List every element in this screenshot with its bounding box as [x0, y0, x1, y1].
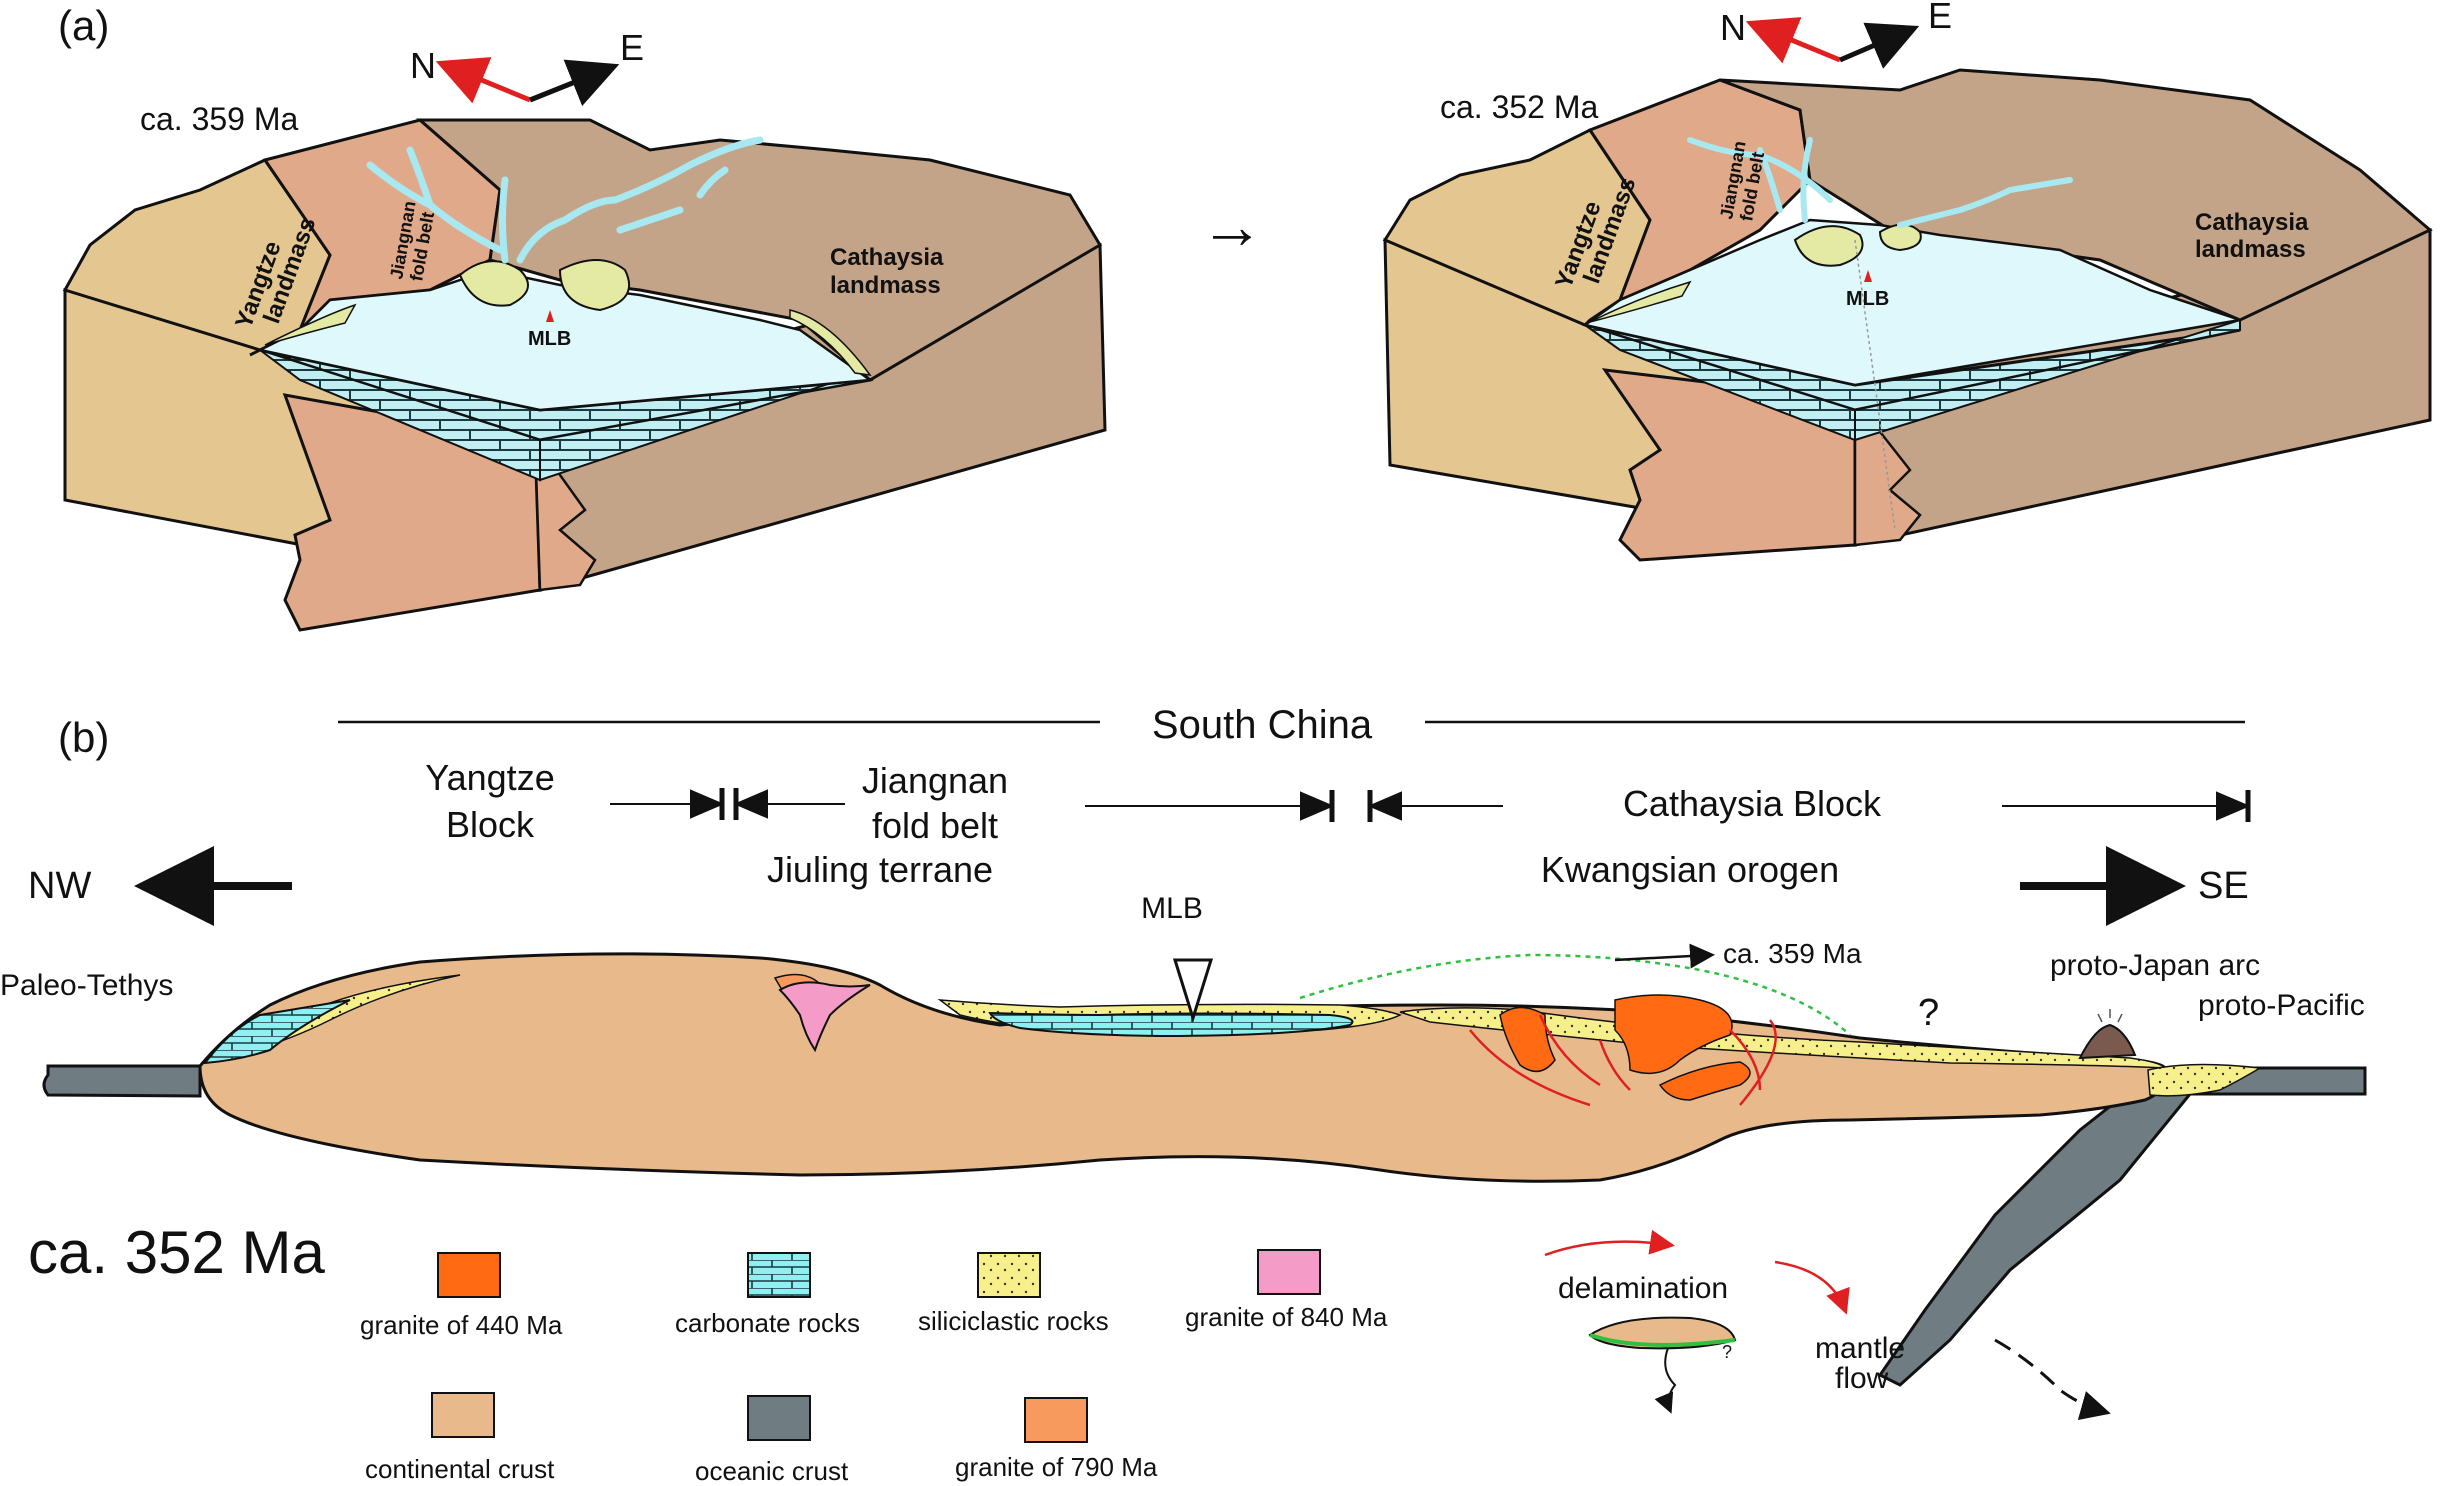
- siliciclastic-trench: [2147, 1063, 2263, 1097]
- legend-swatch-oceanic-crust: [747, 1395, 811, 1441]
- sinking-arrow: [1654, 1347, 1677, 1414]
- mantle-flow-label-2: flow: [1835, 1362, 1889, 1395]
- mlb-marker: [546, 310, 554, 322]
- block-diagram-352: N E ca. 352 Ma Yangtze landmass Jiangnan…: [1382, 0, 2433, 562]
- river-network-r: [1687, 137, 2073, 228]
- mlb-triangle-b: [1172, 958, 1214, 1024]
- volcano-fumes: [2097, 1009, 2123, 1023]
- compass-e-label: E: [620, 27, 644, 68]
- legend-swatch-granite-790: [1024, 1397, 1088, 1443]
- legend: granite of 440 Ma carbonate rocks silici…: [360, 1249, 1388, 1486]
- mlb-marker-r: [1864, 270, 1872, 282]
- legend-swatch-granite-440: [437, 1252, 501, 1298]
- proto-japan-arc-volcano: [2078, 1023, 2137, 1060]
- legend-label-carbonate: carbonate rocks: [675, 1308, 860, 1338]
- delamination-sketch: delamination mantle flow ?: [1544, 1229, 1905, 1414]
- oceanic-crust-nw: [42, 1064, 202, 1098]
- age-label-352-bottom: ca. 352 Ma: [28, 1219, 325, 1286]
- mantle-flow-label-1: mantle: [1815, 1332, 1905, 1365]
- paleo-tethys-label: Paleo-Tethys: [0, 969, 173, 1002]
- compass-east-arrow-r: [1839, 22, 1920, 69]
- delaminated-block-base: [1589, 1333, 1736, 1347]
- kwangsian-label: Kwangsian orogen: [1541, 849, 1839, 890]
- cathaysia-label-1-r: Cathaysia: [2195, 209, 2309, 236]
- fan-margin-right: [789, 309, 872, 376]
- legend-label-granite-440: granite of 440 Ma: [360, 1310, 563, 1340]
- shear-zones: [1469, 1014, 1777, 1107]
- delamination-arrow: [1544, 1229, 1675, 1257]
- fan-2-r: [1878, 223, 1922, 252]
- fan-2: [558, 259, 630, 312]
- fan-margin-left-r: [1589, 280, 1692, 323]
- cathaysia-label-1: Cathaysia: [830, 244, 944, 271]
- block-diagram-359: N E ca. 359 Ma Yangtze landmass Jiangnan…: [62, 27, 1107, 632]
- slab-retreat-arrow: [1994, 1338, 2111, 1420]
- river-network: [366, 136, 764, 264]
- fan-margin-left: [264, 303, 357, 346]
- compass-e-label-r: E: [1928, 0, 1952, 36]
- jiangnan-label-b1: Jiangnan: [862, 760, 1008, 801]
- fan-1: [458, 260, 529, 307]
- cross-section: MLB ca. 359 Ma Paleo-Tethys proto-Japan …: [0, 892, 2367, 1420]
- subducting-oceanic-crust: [1877, 1066, 2367, 1387]
- question-mark: ?: [1918, 992, 1939, 1034]
- cathaysia-block-label: Cathaysia Block: [1623, 783, 1882, 824]
- proto-japan-label: proto-Japan arc: [2050, 949, 2260, 982]
- age-label-359: ca. 359 Ma: [140, 101, 299, 137]
- granite-440-body-2: [1614, 994, 1733, 1075]
- proto-pacific-label: proto-Pacific: [2198, 989, 2365, 1022]
- panel-a-label: (a): [58, 2, 109, 49]
- cathaysia-label-2: landmass: [830, 272, 941, 299]
- delamination-label: delamination: [1558, 1272, 1728, 1305]
- jiangnan-label-b2: fold belt: [872, 805, 998, 846]
- yangtze-block-label-1: Yangtze: [425, 757, 554, 798]
- legend-swatch-carbonate: [747, 1252, 811, 1298]
- south-china-label: South China: [1152, 703, 1373, 747]
- legend-label-granite-840: granite of 840 Ma: [1185, 1302, 1388, 1332]
- carbonate-basin: [988, 1011, 1354, 1038]
- compass-north-arrow-r: [1745, 17, 1841, 64]
- granite-440-body-3: [1658, 1061, 1751, 1101]
- guide-line-r: [1854, 239, 1896, 531]
- legend-label-siliciclastic: siliciclastic rocks: [918, 1306, 1109, 1336]
- mlb-label-r: MLB: [1846, 288, 1889, 310]
- carbonate-nw: [202, 999, 351, 1065]
- granite-840-body: [778, 981, 871, 1053]
- legend-label-oceanic-crust: oceanic crust: [695, 1456, 849, 1486]
- mlb-label-b: MLB: [1141, 892, 1203, 925]
- compass-n-label-r: N: [1720, 7, 1746, 48]
- cathaysia-label-2-r: landmass: [2195, 236, 2306, 263]
- yangtze-block-label-2: Block: [446, 804, 535, 845]
- legend-label-continental-crust: continental crust: [365, 1454, 555, 1484]
- se-label: SE: [2198, 865, 2249, 907]
- granite-440-body-1: [1499, 1006, 1556, 1073]
- mantle-flow-arrow: [1774, 1260, 1850, 1315]
- legend-label-granite-790: granite of 790 Ma: [955, 1452, 1158, 1482]
- cathaysia-top-r: [1719, 68, 2433, 322]
- age-label-352-top: ca. 352 Ma: [1440, 89, 1599, 125]
- jiuling-label: Jiuling terrane: [767, 849, 993, 890]
- legend-swatch-continental-crust: [431, 1392, 495, 1438]
- transition-arrow: →: [1200, 190, 1264, 262]
- fan-1-r: [1793, 225, 1864, 267]
- panel-b-label: (b): [58, 714, 109, 761]
- compass-north-arrow: [435, 57, 531, 104]
- nw-label: NW: [28, 865, 91, 907]
- mlb-label: MLB: [528, 328, 571, 350]
- ca359-surface-trace: [1299, 953, 1851, 1036]
- compass-east-arrow: [529, 59, 620, 107]
- legend-swatch-siliciclastic: [977, 1252, 1041, 1298]
- compass-n-label: N: [410, 45, 436, 86]
- ca359-label: ca. 359 Ma: [1723, 938, 1862, 969]
- legend-swatch-granite-840: [1257, 1249, 1321, 1295]
- ca359-arrow: [1614, 943, 1715, 969]
- small-question-mark: ?: [1722, 1342, 1732, 1362]
